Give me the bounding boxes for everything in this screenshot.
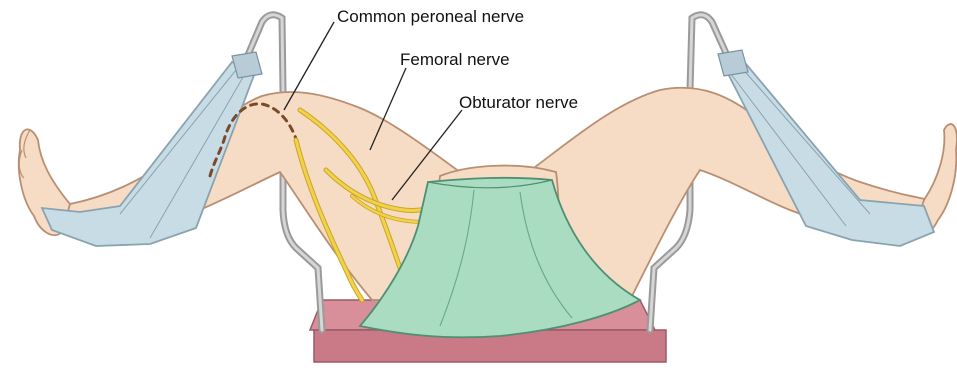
obturator-nerve-label: Obturator nerve bbox=[459, 94, 578, 111]
common-peroneal-nerve-label: Common peroneal nerve bbox=[337, 8, 524, 25]
femoral-nerve-label: Femoral nerve bbox=[400, 51, 510, 68]
